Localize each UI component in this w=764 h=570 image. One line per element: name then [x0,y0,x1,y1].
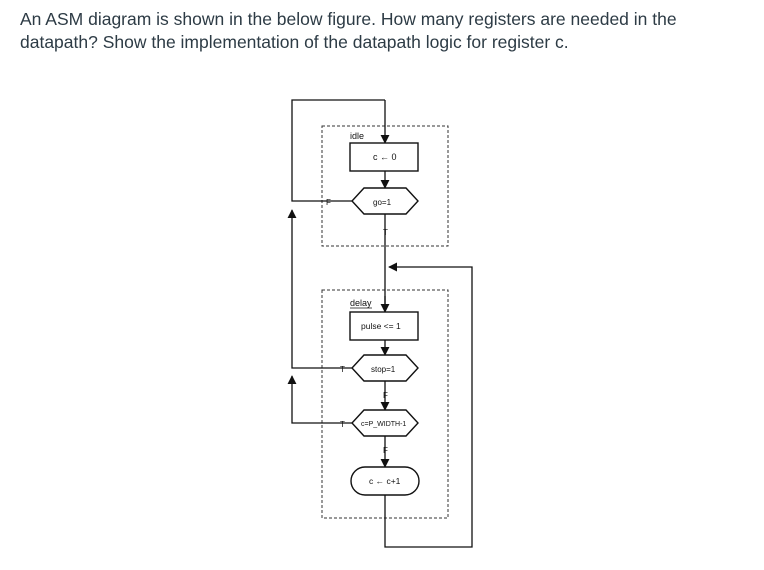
stop-true-label: T [340,365,345,374]
go-decision-text: go=1 [373,198,392,207]
go-false-loop [291,99,385,202]
question-line-2: datapath? Show the implementation of the… [20,32,569,52]
question-text: An ASM diagram is shown in the below fig… [20,8,750,54]
stop-true-loop [287,209,352,369]
increment-action-text: c ← c+1 [369,476,401,486]
question-line-1: An ASM diagram is shown in the below fig… [20,9,677,29]
delay-return-loop [384,262,473,548]
state-name-idle: idle [350,131,364,141]
delay-state-box [349,311,419,341]
idle-action-text: c ← 0 [373,152,397,162]
go-false-label: F [326,198,331,207]
state-name-delay: delay [350,298,372,308]
stop-decision-text: stop=1 [371,365,396,374]
width-true-label: T [340,420,345,429]
width-true-loop [287,375,352,424]
idle-state-box [349,142,419,172]
delay-action-text: pulse <= 1 [361,321,401,331]
width-decision-text: c=P_WIDTH-1 [361,421,406,428]
